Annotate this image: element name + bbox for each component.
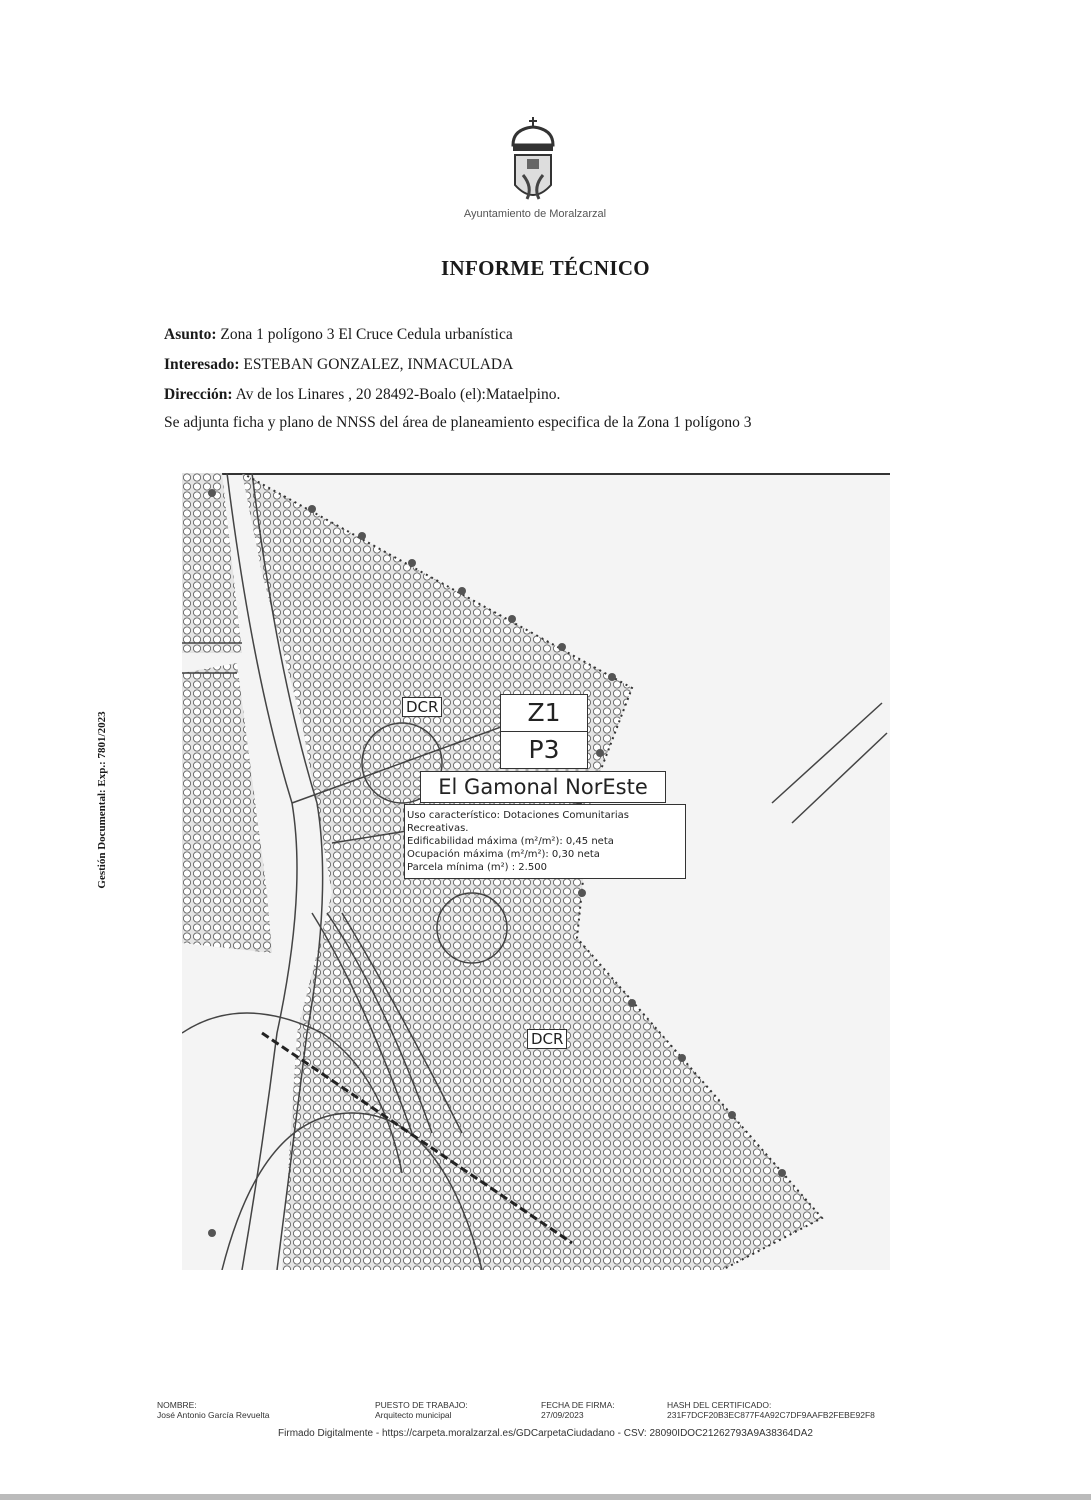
area-name-label: El Gamonal NorEste: [420, 771, 666, 803]
polygon-label: P3: [500, 731, 588, 769]
footer-hash: HASH DEL CERTIFICADO:231F7DCF20B3EC877F4…: [667, 1400, 875, 1420]
dcr-label-top: DCR: [402, 697, 443, 717]
coat-of-arms-logo: [511, 117, 555, 200]
fecha-value: 27/09/2023: [541, 1410, 584, 1420]
fecha-label: FECHA DE FIRMA:: [541, 1400, 615, 1410]
asunto-line: Asunto: Zona 1 polígono 3 El Cruce Cedul…: [164, 326, 513, 344]
hash-label: HASH DEL CERTIFICADO:: [667, 1400, 772, 1410]
direccion-value: Av de los Linares , 20 28492-Boalo (el):…: [235, 386, 561, 403]
puesto-label: PUESTO DE TRABAJO:: [375, 1400, 468, 1410]
hash-value: 231F7DCF20B3EC877F4A92C7DF9AAFB2FEBE92F8: [667, 1410, 875, 1420]
nombre-value: José Antonio García Revuelta: [157, 1410, 270, 1420]
zone-label: Z1: [500, 694, 588, 732]
asunto-value: Zona 1 polígono 3 El Cruce Cedula urbaní…: [220, 326, 513, 343]
digital-signature-line: Firmado Digitalmente - https://carpeta.m…: [278, 1428, 813, 1439]
interesado-line: Interesado: ESTEBAN GONZALEZ, INMACULADA: [164, 356, 513, 374]
scan-edge: [0, 1494, 1091, 1500]
note-line: Se adjunta ficha y plano de NNSS del áre…: [164, 414, 752, 431]
footer-nombre: NOMBRE:José Antonio García Revuelta: [157, 1400, 269, 1420]
footer-fecha: FECHA DE FIRMA:27/09/2023: [541, 1400, 615, 1420]
area-info-box: Uso característico: Dotaciones Comunitar…: [404, 804, 686, 879]
document-title: INFORME TÉCNICO: [441, 256, 650, 280]
info-ocupacion: Ocupación máxima (m²/m²): 0,30 neta: [407, 849, 600, 860]
asunto-label: Asunto:: [164, 326, 217, 343]
side-stamp: Gestión Documental: Exp.: 7801/2023: [92, 700, 112, 900]
info-parcela: Parcela mínima (m²) : 2.500: [407, 862, 547, 873]
dcr-label-bottom: DCR: [527, 1029, 568, 1049]
nombre-label: NOMBRE:: [157, 1400, 197, 1410]
footer-puesto: PUESTO DE TRABAJO:Arquitecto municipal: [375, 1400, 468, 1420]
logo-text: Ayuntamiento de Moralzarzal: [463, 208, 607, 220]
direccion-line: Dirección: Av de los Linares , 20 28492-…: [164, 386, 560, 404]
direccion-label: Dirección:: [164, 386, 233, 403]
info-uso: Uso característico: Dotaciones Comunitar…: [407, 810, 629, 821]
interesado-value: ESTEBAN GONZALEZ, INMACULADA: [243, 356, 514, 373]
info-uso-cont: Recreativas.: [407, 823, 469, 834]
puesto-value: Arquitecto municipal: [375, 1410, 452, 1420]
side-stamp-text: Gestión Documental: Exp.: 7801/2023: [96, 711, 108, 889]
interesado-label: Interesado:: [164, 356, 240, 373]
planning-map: DCR Z1 P3 El Gamonal NorEste Uso caracte…: [182, 473, 890, 1270]
info-edificabilidad: Edificabilidad máxima (m²/m²): 0,45 neta: [407, 836, 614, 847]
